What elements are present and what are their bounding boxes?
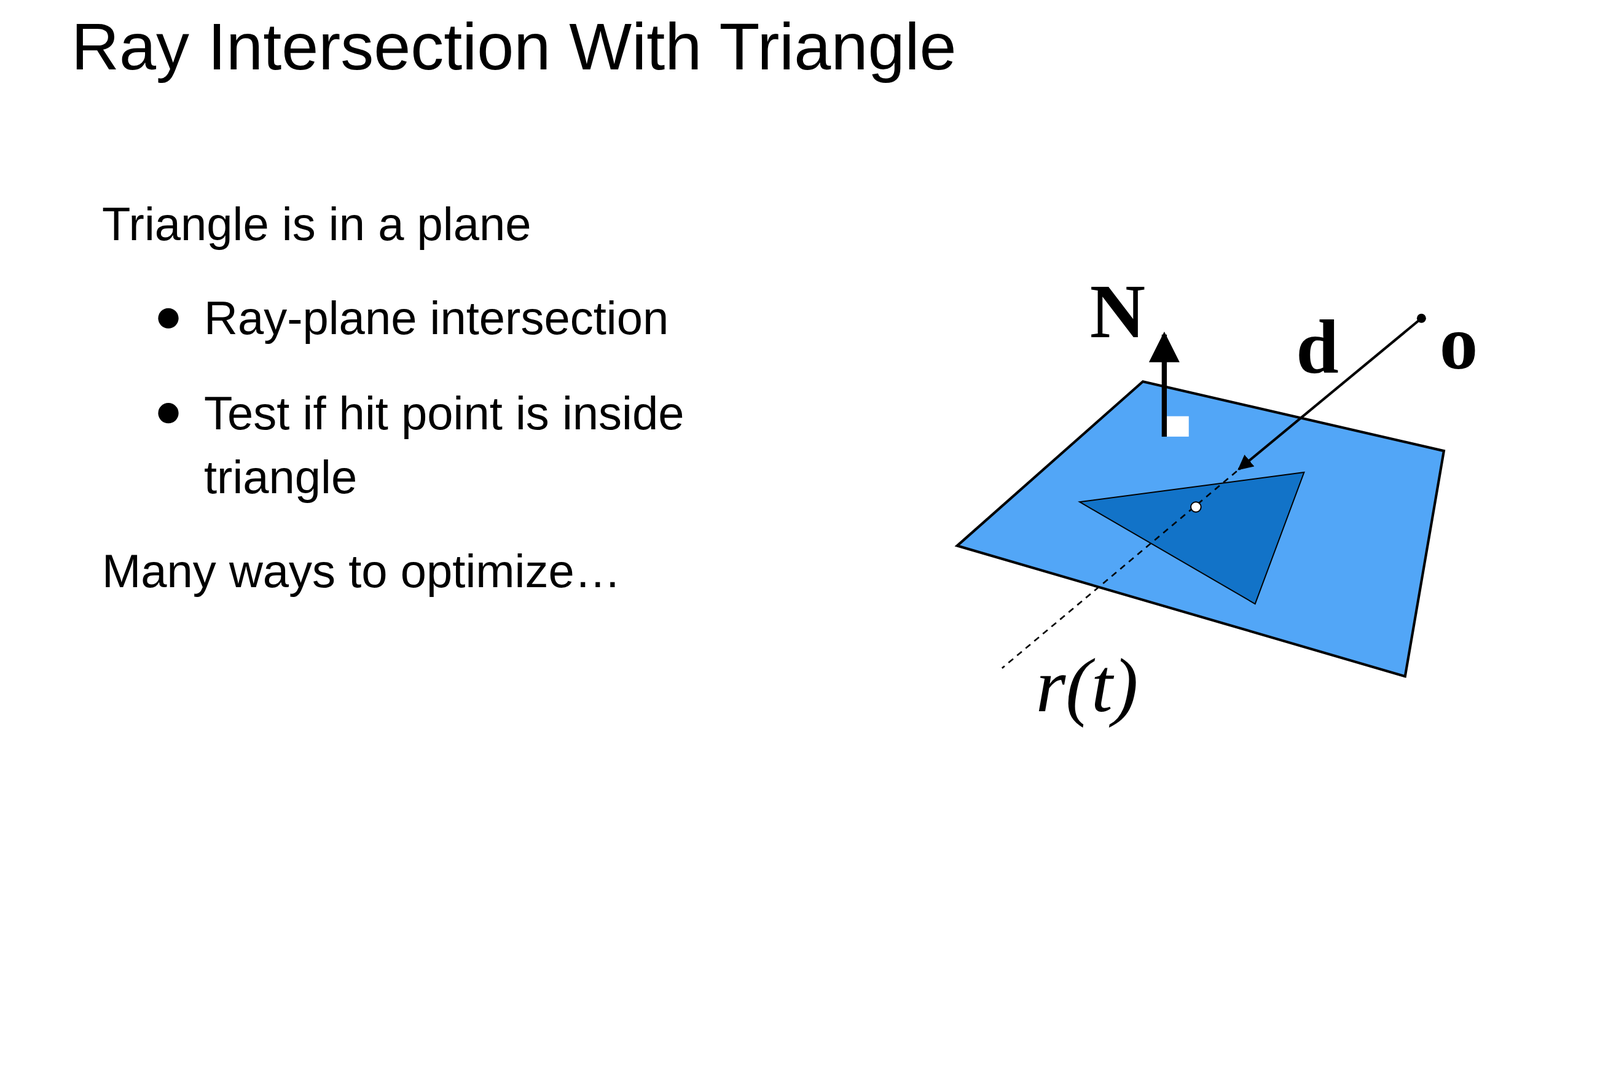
- normal-label: N: [1090, 273, 1146, 351]
- hit-point: [1190, 501, 1202, 513]
- body-text: Many ways to optimize…: [101, 548, 622, 595]
- triangle: [1079, 472, 1304, 604]
- body-text: Triangle is in a plane: [101, 200, 531, 248]
- bullet-text: Test if hit point is inside triangle: [203, 381, 850, 510]
- right-angle-mark: [1166, 416, 1189, 437]
- plane: [957, 381, 1444, 677]
- bullet-dot: [157, 308, 179, 329]
- normal-arrow: [1161, 334, 1167, 437]
- slide-title: Ray Intersection With Triangle: [71, 13, 957, 80]
- ray-continuation: [1002, 471, 1237, 669]
- direction-label: d: [1295, 309, 1339, 386]
- bullet-dot: [157, 403, 179, 424]
- ray-origin: [1416, 313, 1427, 324]
- origin-label: o: [1439, 304, 1479, 382]
- ray-label: r(t): [1035, 647, 1139, 725]
- bullet-text: Ray-plane intersection: [203, 294, 669, 342]
